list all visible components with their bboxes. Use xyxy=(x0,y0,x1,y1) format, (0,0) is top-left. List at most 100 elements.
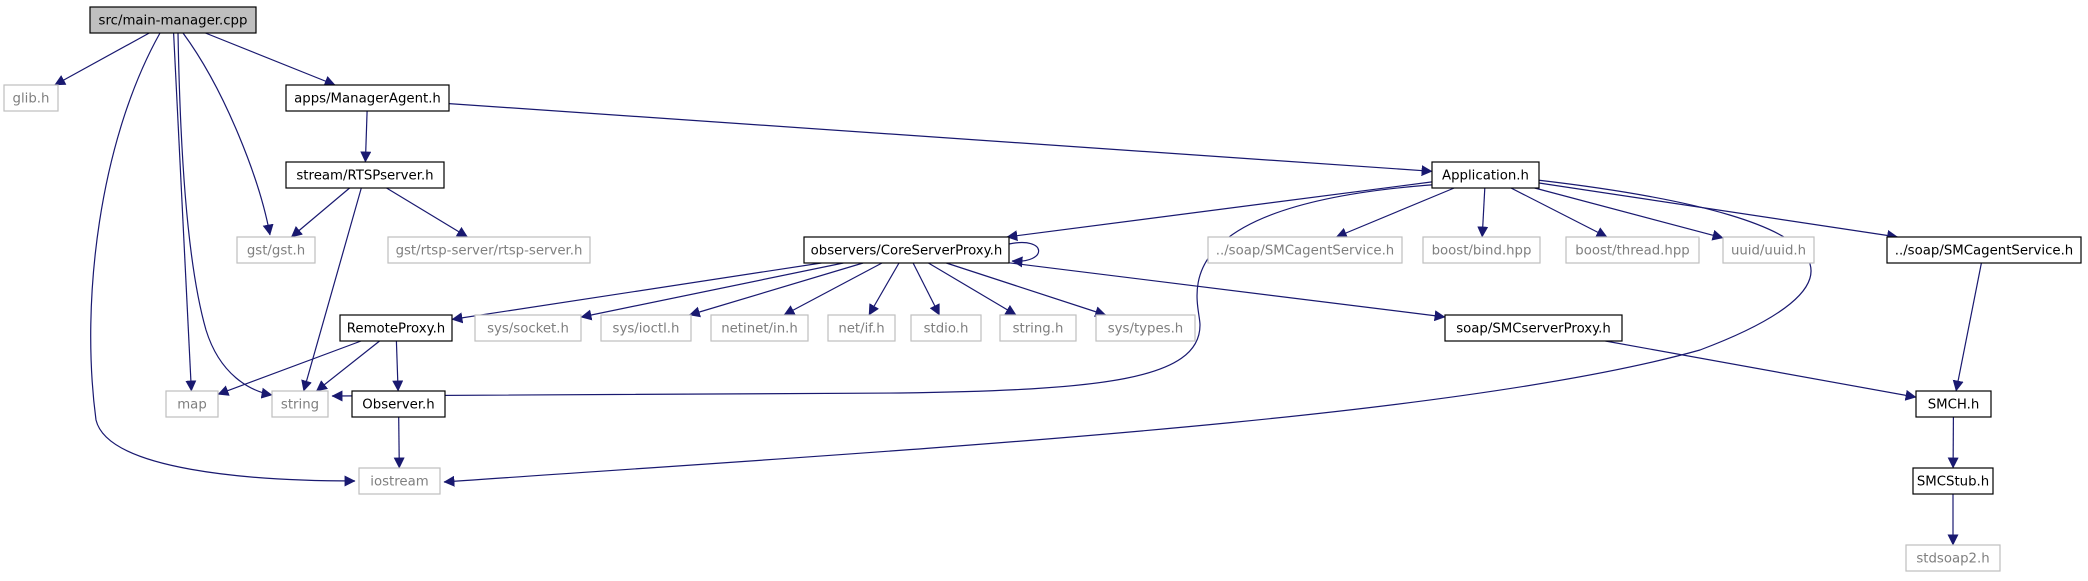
node-stdio: stdio.h xyxy=(910,314,982,342)
node-box xyxy=(1886,236,2082,264)
node-label: sys/ioctl.h xyxy=(613,322,680,337)
node-label: gst/gst.h xyxy=(247,244,305,259)
node-label: boost/thread.hpp xyxy=(1575,244,1689,259)
node-label: SMCH.h xyxy=(1928,398,1980,413)
node-box xyxy=(1444,314,1623,342)
node-box xyxy=(351,390,446,418)
node-label: gst/rtsp-server/rtsp-server.h xyxy=(396,244,583,259)
edge-main-to-map xyxy=(173,32,197,392)
node-box xyxy=(1912,467,1994,495)
node-label: map xyxy=(177,398,207,413)
node-label: Observer.h xyxy=(362,398,434,413)
node-box xyxy=(1422,236,1541,264)
node-label: net/if.h xyxy=(838,322,884,337)
node-gst: gst/gst.h xyxy=(236,236,316,264)
node-label: SMCStub.h xyxy=(1917,475,1989,490)
node-sys-types: sys/types.h xyxy=(1095,314,1196,342)
node-smc-server-proxy[interactable]: soap/SMCserverProxy.h xyxy=(1444,314,1623,342)
node-box xyxy=(1565,236,1700,264)
edge-core-proxy-to-stdio xyxy=(912,262,940,316)
node-observer[interactable]: Observer.h xyxy=(351,390,446,418)
node-box xyxy=(285,161,445,189)
node-label: stream/RTSPserver.h xyxy=(296,169,433,184)
edge-core-proxy-to-sys-socket xyxy=(580,262,844,321)
node-box xyxy=(1207,236,1403,264)
edge-core-proxy-to-net-if xyxy=(868,262,900,316)
node-smcstub[interactable]: SMCStub.h xyxy=(1912,467,1994,495)
edge-remote-proxy-to-observer xyxy=(392,340,404,392)
node-manager-agent[interactable]: apps/ManagerAgent.h xyxy=(285,84,450,112)
node-box xyxy=(165,390,219,418)
edge-core-proxy-to-smc-server-proxy xyxy=(1008,262,1446,322)
node-sys-socket: sys/socket.h xyxy=(474,314,582,342)
edge-main-to-glib xyxy=(54,32,150,86)
node-iostream: iostream xyxy=(358,467,441,495)
node-label: sys/types.h xyxy=(1108,322,1184,337)
edge-main-to-manager-agent xyxy=(205,32,336,87)
edge-main-to-iostream xyxy=(90,32,356,487)
node-label: stdsoap2.h xyxy=(1916,552,1989,567)
node-box xyxy=(236,236,316,264)
node-core-proxy[interactable]: observers/CoreServerProxy.h xyxy=(803,236,1010,264)
edge-remote-proxy-to-string xyxy=(315,340,380,392)
node-boost-thread: boost/thread.hpp xyxy=(1565,236,1700,264)
edge-core-proxy-to-sys-ioctl xyxy=(688,262,864,318)
node-rtsp-server[interactable]: stream/RTSPserver.h xyxy=(285,161,445,189)
edge-remote-proxy-to-map xyxy=(217,340,362,396)
node-smc-service-gray: ../soap/SMCagentService.h xyxy=(1207,236,1403,264)
edge-application-to-boost-thread xyxy=(1510,187,1608,238)
node-label: RemoteProxy.h xyxy=(347,322,446,337)
node-box xyxy=(1915,390,1992,418)
node-box xyxy=(387,236,591,264)
node-label: sys/socket.h xyxy=(487,322,569,337)
node-label: soap/SMCserverProxy.h xyxy=(1456,322,1611,337)
node-box xyxy=(358,467,441,495)
nodes-layer: src/main-manager.cpp glib.h apps/ManagerAg… xyxy=(3,6,2082,572)
edge-application-to-smc-service-gray xyxy=(1335,187,1455,239)
node-smc-service[interactable]: ../soap/SMCagentService.h xyxy=(1886,236,2082,264)
node-application[interactable]: Application.h xyxy=(1431,161,1540,189)
edge-core-proxy-to-remote-proxy xyxy=(451,262,822,324)
node-box xyxy=(1095,314,1196,342)
node-sys-ioctl: sys/ioctl.h xyxy=(600,314,692,342)
node-box xyxy=(999,314,1077,342)
node-box xyxy=(285,84,450,112)
node-label: observers/CoreServerProxy.h xyxy=(811,244,1003,259)
edge-application-to-boost-bind xyxy=(1477,187,1489,238)
edge-smc-service-to-smch xyxy=(1952,262,1982,392)
node-box xyxy=(710,314,809,342)
node-stdsoap2: stdsoap2.h xyxy=(1905,544,2001,572)
node-main[interactable]: src/main-manager.cpp xyxy=(89,6,257,34)
edge-main-to-gst xyxy=(182,32,274,236)
node-remote-proxy[interactable]: RemoteProxy.h xyxy=(339,314,453,342)
edge-application-to-smc-service xyxy=(1538,182,1899,241)
edge-application-to-uuid xyxy=(1534,187,1724,241)
node-label: glib.h xyxy=(13,92,50,107)
node-boost-bind: boost/bind.hpp xyxy=(1422,236,1541,264)
node-glib: glib.h xyxy=(3,84,59,112)
node-box xyxy=(827,314,896,342)
node-box xyxy=(600,314,692,342)
node-rtsp-server-sys: gst/rtsp-server/rtsp-server.h xyxy=(387,236,591,264)
node-label: ../soap/SMCagentService.h xyxy=(1216,244,1394,259)
node-box xyxy=(339,314,453,342)
node-label: uuid/uuid.h xyxy=(1731,244,1806,259)
node-label: string.h xyxy=(1013,322,1064,337)
edge-core-proxy-to-netinet-in xyxy=(783,262,883,316)
edge-manager-agent-to-application xyxy=(448,103,1433,177)
node-map: map xyxy=(165,390,219,418)
node-box xyxy=(1905,544,2001,572)
node-netinet-in: netinet/in.h xyxy=(710,314,809,342)
node-box xyxy=(474,314,582,342)
edge-application-to-core-proxy xyxy=(1006,181,1433,242)
node-box xyxy=(910,314,982,342)
node-box xyxy=(89,6,257,34)
node-string-h: string.h xyxy=(999,314,1077,342)
edge-rtsp-server-to-rtsp-server-sys xyxy=(386,187,468,238)
edge-smc-server-proxy-to-smch xyxy=(1605,340,1917,401)
node-smch[interactable]: SMCH.h xyxy=(1915,390,1992,418)
node-string: string xyxy=(271,390,329,418)
edge-core-proxy-to-string-h xyxy=(928,262,1017,316)
node-label: Application.h xyxy=(1442,169,1529,184)
